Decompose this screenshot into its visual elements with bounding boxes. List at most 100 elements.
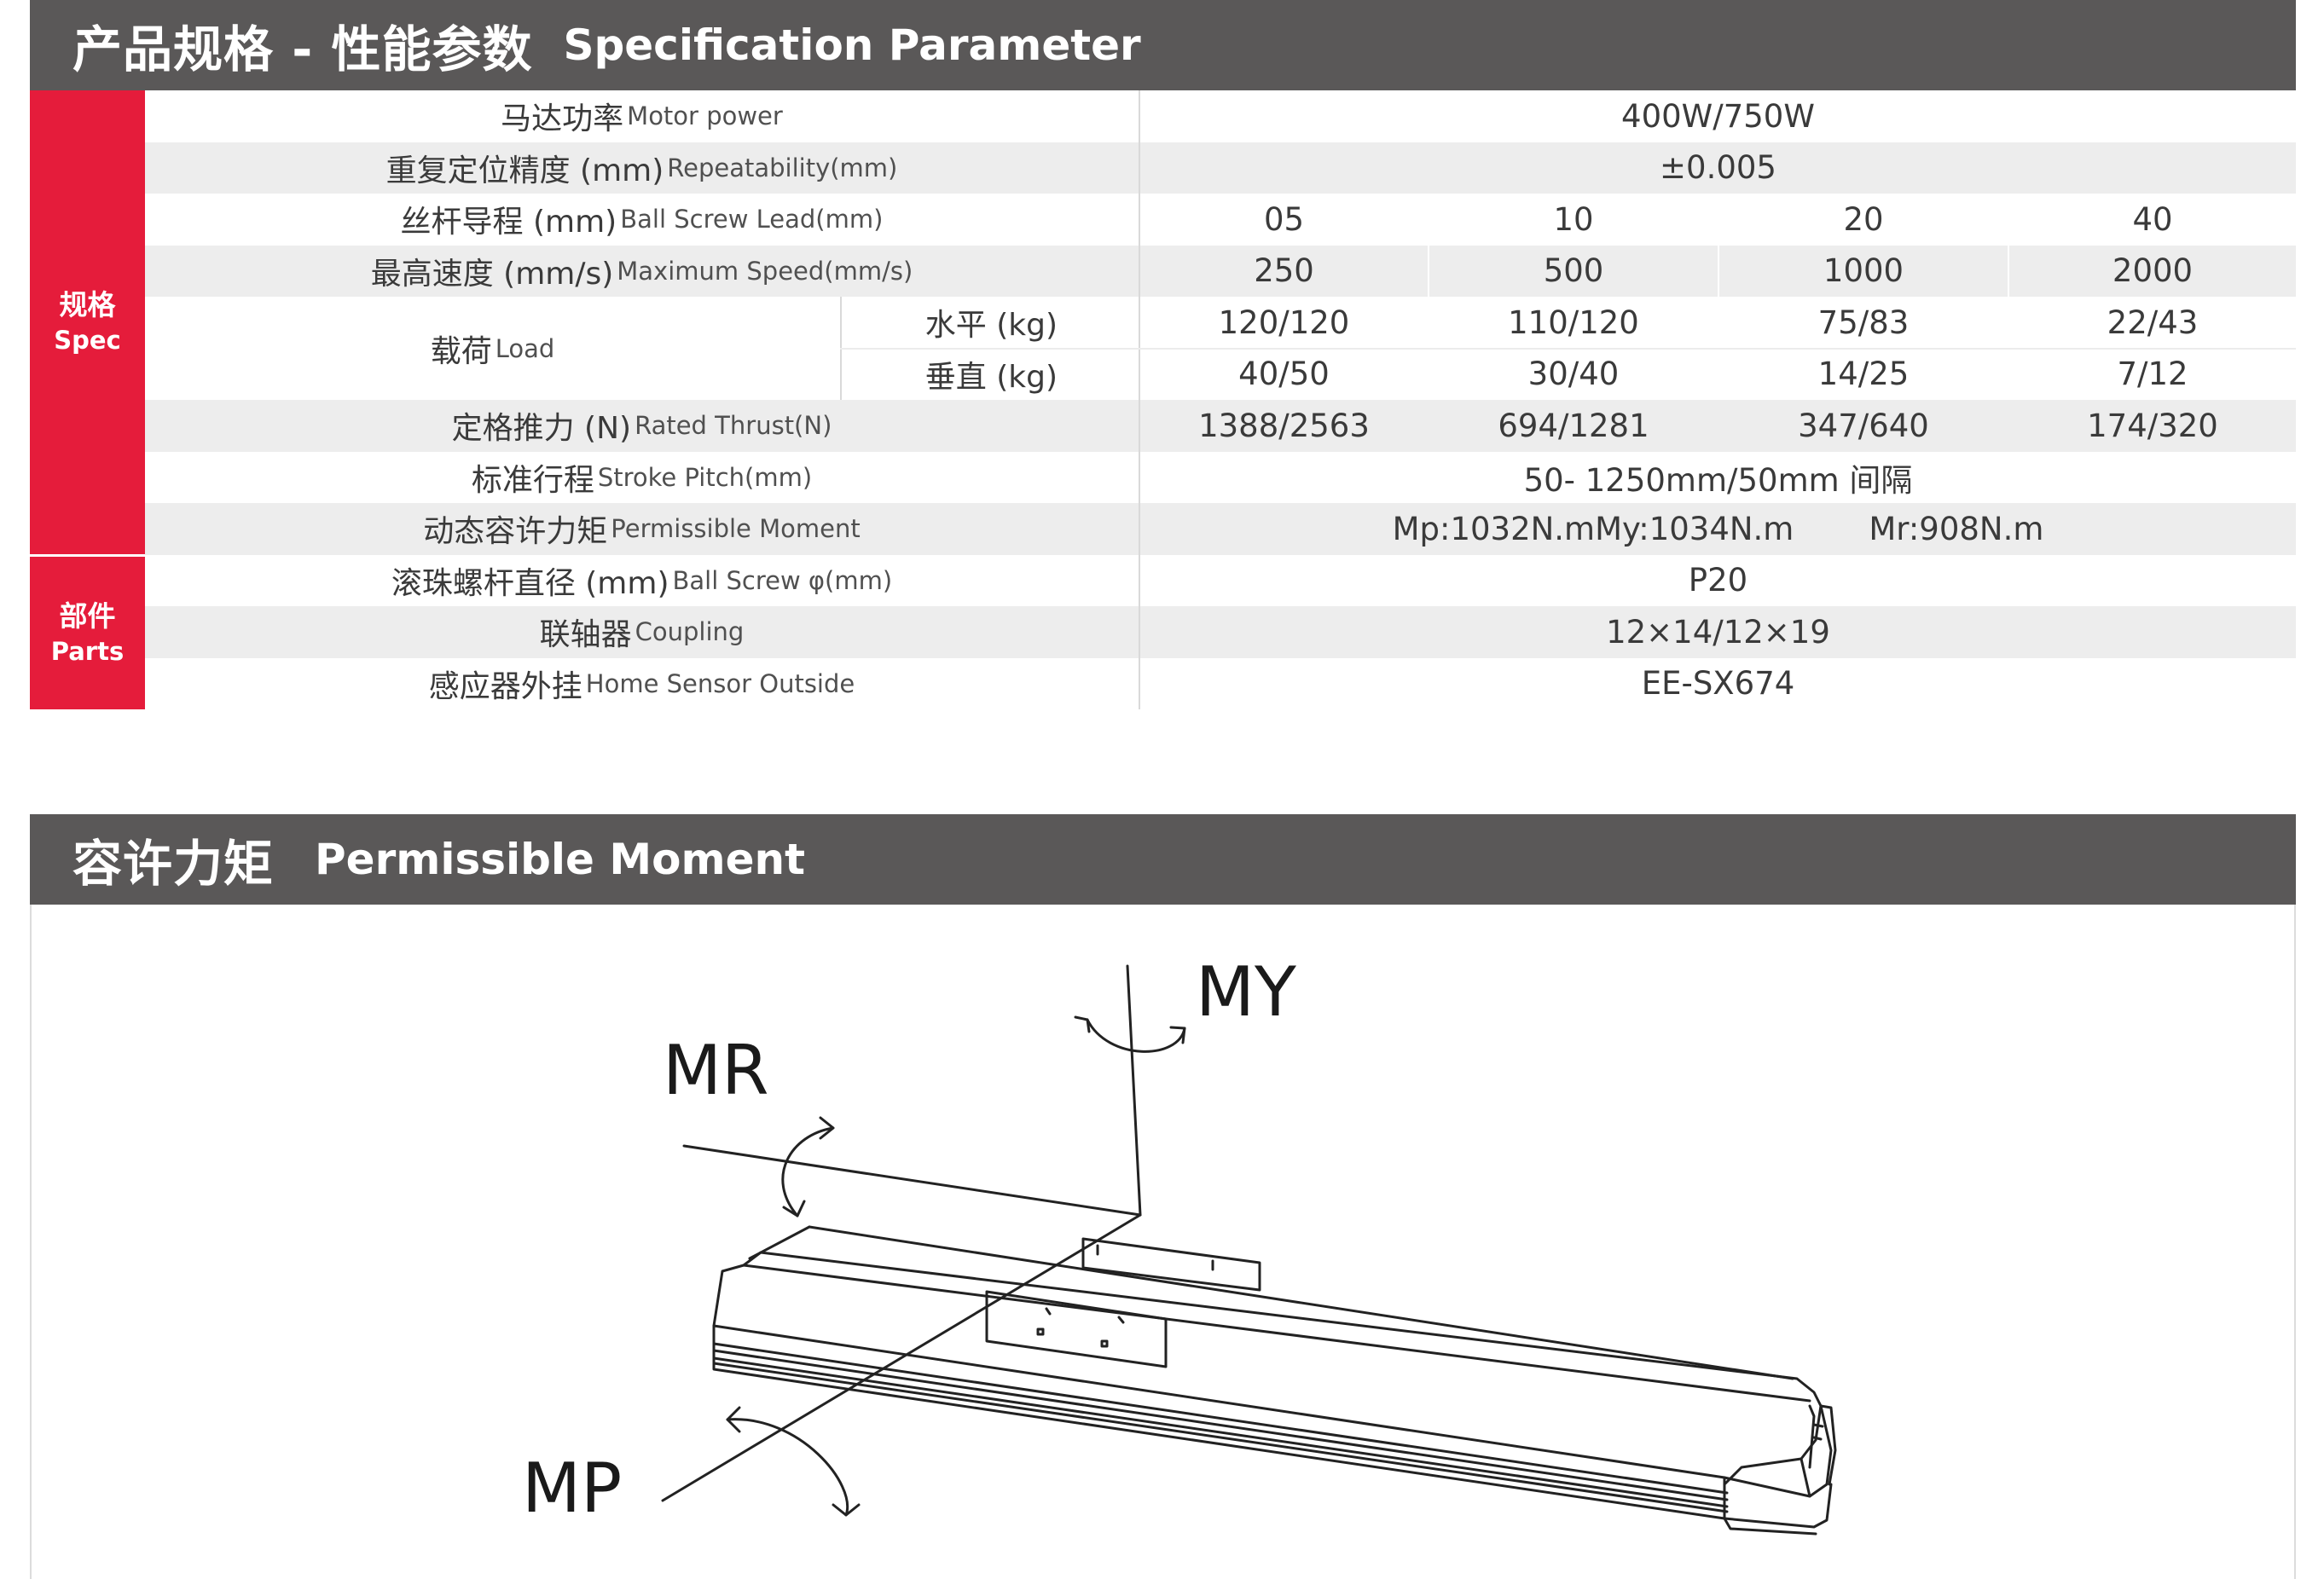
label-en: Motor power <box>627 101 783 131</box>
group-parts-label: 部件 Parts <box>30 557 145 709</box>
my-rotation-arrow-icon <box>1074 1015 1186 1053</box>
group-parts-en: Parts <box>50 636 125 666</box>
value-lead-40: 40 <box>2132 200 2173 238</box>
label-ball-screw-lead: 丝杆导程 (mm)Ball Screw Lead(mm) <box>145 194 1139 246</box>
label-cn: 丝杆导程 (mm) <box>400 205 617 240</box>
spec-title-cn: 产品规格 - 性能参数 <box>72 20 533 78</box>
label-en: Ball Screw Lead(mm) <box>620 205 884 234</box>
value-load-horizontal: 22/43 <box>2107 304 2199 341</box>
column-divider <box>1428 194 1429 400</box>
linear-actuator-drawing <box>712 1225 1837 1536</box>
label-en: Maximum Speed(mm/s) <box>617 256 913 286</box>
label-en: Permissible Moment <box>611 514 861 544</box>
value-thrust: 1388/2563 <box>1198 407 1370 444</box>
row-bg <box>145 606 2296 658</box>
label-cn: 最高速度 (mm/s) <box>370 256 614 292</box>
row-bg <box>145 90 2296 142</box>
value-speed: 500 <box>1543 252 1604 290</box>
label-cn: 垂直 (kg) <box>924 359 1058 395</box>
axis-label-my: MY <box>1196 952 1297 1032</box>
row-bg <box>145 451 2296 503</box>
row-divider <box>840 347 2296 350</box>
column-divider <box>2008 194 2009 400</box>
label-en: Ball Screw φ(mm) <box>672 565 893 595</box>
label-cn: 滚珠螺杆直径 (mm) <box>391 565 669 601</box>
axis-lines <box>661 964 1142 1502</box>
value-permissible-moment: Mp:1032N.mMy:1034N.m Mr:908N.m <box>1140 503 2296 555</box>
label-en: Load <box>495 333 555 363</box>
label-cn: 动态容许力矩 <box>423 514 608 550</box>
column-divider <box>1139 90 1140 709</box>
group-spec-cn: 规格 <box>59 288 116 321</box>
value-moment-mp-my: Mp:1032N.mMy:1034N.m <box>1392 510 1794 547</box>
moment-diagram-panel: MY MR MP <box>30 905 2296 1579</box>
value-load-horizontal: 120/120 <box>1218 304 1350 341</box>
label-ball-screw-diameter: 滚珠螺杆直径 (mm)Ball Screw φ(mm) <box>145 555 1139 607</box>
value-thrust: 347/640 <box>1798 407 1929 444</box>
group-spec-en: Spec <box>54 326 121 355</box>
label-en: Rated Thrust(N) <box>635 411 832 441</box>
mr-rotation-arrow-icon <box>781 1116 835 1218</box>
group-parts-cn: 部件 <box>59 599 116 633</box>
value-load-vertical: 40/50 <box>1238 356 1330 393</box>
value-lead-10: 10 <box>1553 200 1594 238</box>
label-en: Home Sensor Outside <box>585 668 855 698</box>
label-repeatability: 重复定位精度 (mm)Repeatability(mm) <box>145 142 1139 194</box>
spec-title-en: Specification Parameter <box>563 20 1141 70</box>
value-speed: 2000 <box>2112 252 2194 290</box>
moment-section-header: 容许力矩 Permissible Moment <box>30 814 2296 905</box>
value-load-vertical: 30/40 <box>1527 356 1620 393</box>
value-coupling: 12×14/12×19 <box>1606 613 1830 651</box>
value-load-vertical: 7/12 <box>2117 356 2188 393</box>
label-cn: 水平 (kg) <box>924 308 1058 344</box>
value-speed: 1000 <box>1823 252 1904 290</box>
axis-label-mp: MP <box>522 1449 622 1528</box>
value-lead-20: 20 <box>1843 200 1884 238</box>
label-cn: 联轴器 <box>539 617 632 653</box>
value-thrust: 694/1281 <box>1498 407 1649 444</box>
row-bg <box>145 503 2296 555</box>
row-bg <box>145 142 2296 194</box>
value-repeatability: ±0.005 <box>1660 149 1776 187</box>
label-cn: 载荷 <box>430 333 492 369</box>
label-en: Repeatability(mm) <box>667 153 898 182</box>
value-moment-mr: Mr:908N.m <box>1869 510 2044 547</box>
mp-rotation-arrow-icon <box>726 1406 861 1517</box>
value-load-horizontal: 110/120 <box>1508 304 1639 341</box>
label-load-horizontal: 水平 (kg) <box>842 297 1139 349</box>
label-cn: 重复定位精度 (mm) <box>385 153 664 188</box>
value-motor-power: 400W/750W <box>1621 97 1815 135</box>
spec-section-header: 产品规格 - 性能参数 Specification Parameter <box>30 0 2296 90</box>
value-speed: 250 <box>1254 252 1314 290</box>
row-bg <box>145 348 2296 400</box>
row-bg <box>145 297 2296 349</box>
value-load-vertical: 14/25 <box>1817 356 1910 393</box>
label-cn: 感应器外挂 <box>428 668 582 704</box>
label-cn: 马达功率 <box>501 101 624 137</box>
row-bg <box>145 400 2296 452</box>
value-stroke-pitch: 50- 1250mm/50mm 间隔 <box>1523 461 1913 499</box>
label-cn: 定格推力 (N) <box>451 411 632 447</box>
row-bg <box>145 245 2296 297</box>
group-spec-label: 规格 Spec <box>30 90 145 554</box>
label-cn: 标准行程 <box>471 462 594 498</box>
row-bg <box>145 657 2296 709</box>
permissible-moment-diagram: MY MR MP <box>522 952 1837 1536</box>
row-bg <box>145 194 2296 246</box>
column-divider <box>1718 194 1719 400</box>
value-ball-screw-diameter: P20 <box>1688 562 1748 599</box>
value-thrust: 174/320 <box>2087 407 2218 444</box>
value-home-sensor: EE-SX674 <box>1641 665 1795 703</box>
axis-label-mr: MR <box>663 1031 769 1110</box>
value-lead-05: 05 <box>1263 200 1305 238</box>
label-load-vertical: 垂直 (kg) <box>842 349 1139 401</box>
moment-title-en: Permissible Moment <box>315 835 805 884</box>
label-en: Coupling <box>635 617 745 647</box>
label-en: Stroke Pitch(mm) <box>597 462 813 492</box>
row-bg <box>145 554 2296 606</box>
